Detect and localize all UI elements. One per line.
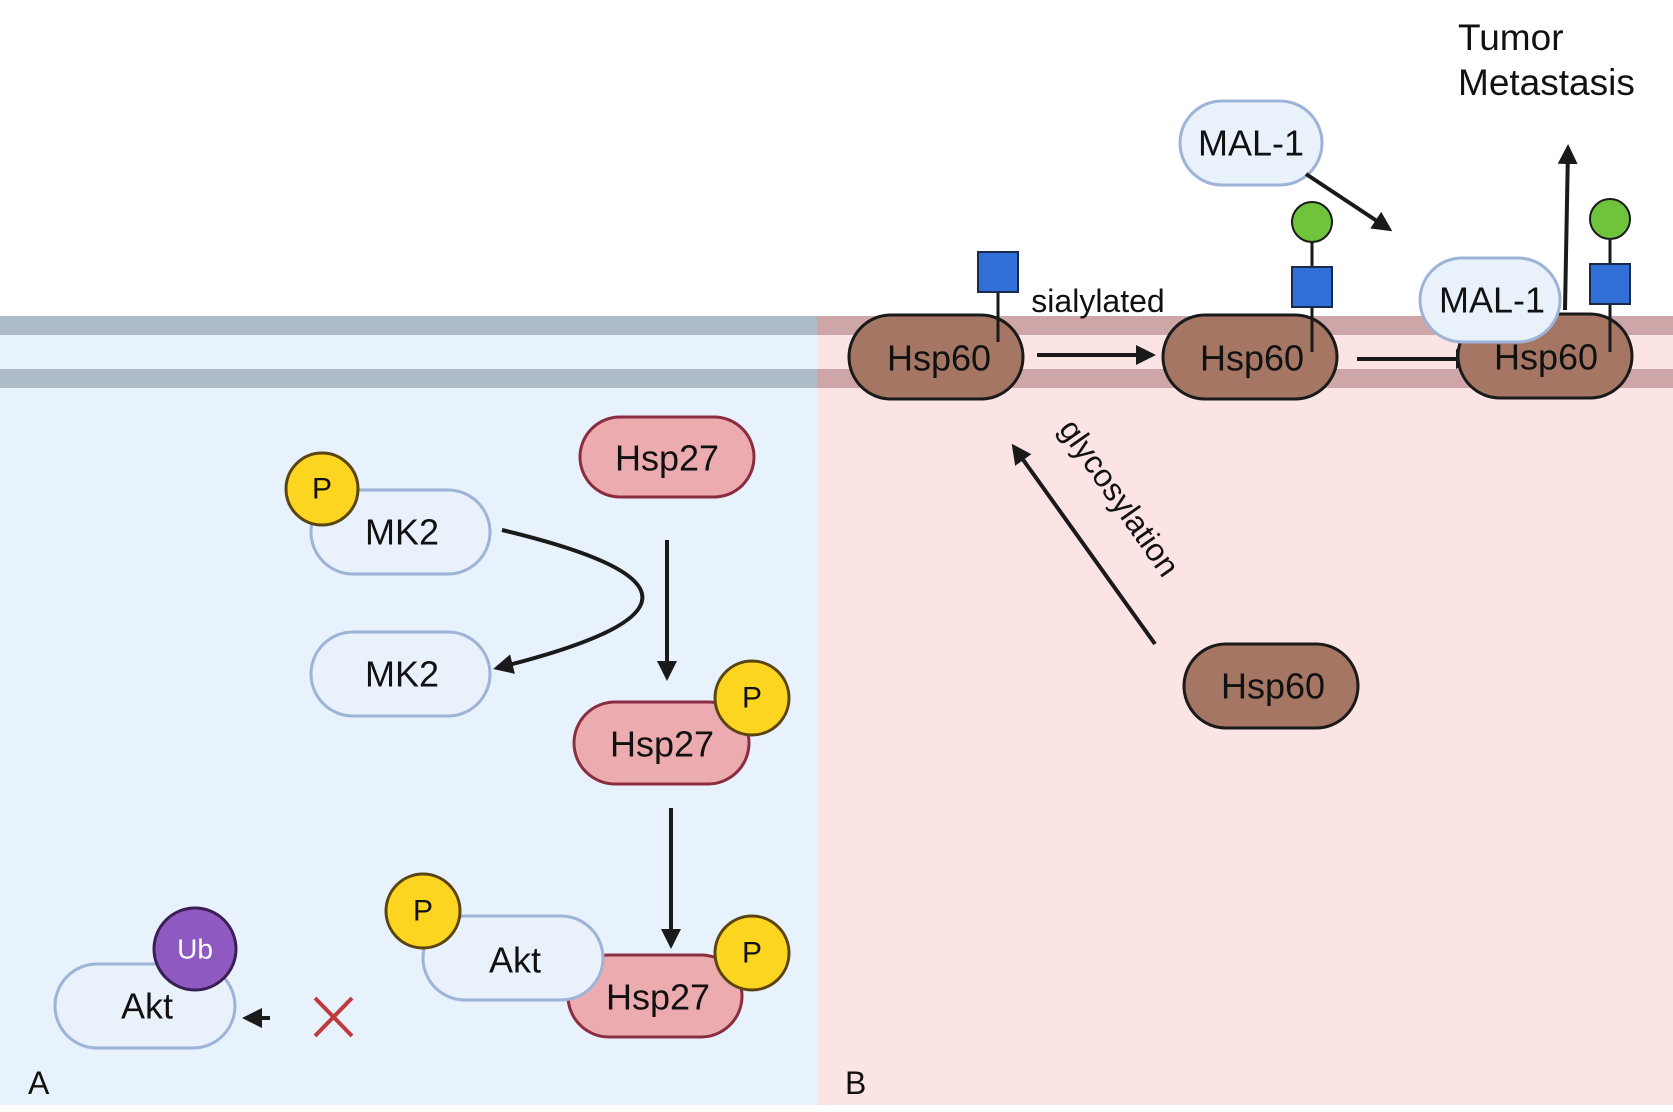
hsp60-2-label: Hsp60 xyxy=(1200,338,1304,379)
mal1-bound-protein: MAL-1 xyxy=(1418,256,1562,344)
hsp60-cytoplasmic-protein: Hsp60 xyxy=(1182,642,1360,730)
hsp60-membrane-protein-2: Hsp60 xyxy=(1161,201,1339,401)
glycan-square-icon xyxy=(977,251,1019,293)
glycan-circle-icon xyxy=(1291,201,1333,243)
mk2-phospho-protein: MK2 P xyxy=(284,451,492,576)
phospho-icon: P xyxy=(713,659,791,737)
akt-ub-label: Akt xyxy=(121,986,173,1027)
panel-b: Hsp60 sialylated Hsp60 Hsp60 MAL-1 xyxy=(817,17,1673,1105)
phospho-icon: P xyxy=(284,451,360,527)
hsp60-membrane-protein-1: Hsp60 xyxy=(847,251,1025,401)
panel-b-background xyxy=(817,388,1673,1105)
glycosylation-arrow xyxy=(1011,443,1157,646)
inhibition-cross-icon xyxy=(313,996,354,1038)
mk2-label: MK2 xyxy=(365,654,439,695)
mal1-binding-arrow xyxy=(1304,172,1393,232)
panel-a: Hsp27 MK2 P MK2 Hsp27 P xyxy=(0,316,817,1105)
sialylated-label: sialylated xyxy=(1031,283,1164,319)
svg-text:P: P xyxy=(312,473,332,506)
hsp27-phospho-protein: Hsp27 P xyxy=(572,659,791,786)
svg-text:P: P xyxy=(742,937,762,970)
mk2-release-arrow xyxy=(493,528,645,674)
glycan-square-icon xyxy=(1291,266,1333,308)
panel-a-membrane-inner xyxy=(0,369,817,388)
mk2-phospho-label: MK2 xyxy=(365,512,439,553)
hsp27-label: Hsp27 xyxy=(615,438,719,479)
glycan-circle-icon xyxy=(1589,198,1631,240)
svg-text:Ub: Ub xyxy=(177,934,213,965)
outcome-line1: Tumor xyxy=(1458,17,1564,58)
ubiquitin-icon: Ub xyxy=(152,906,238,992)
hsp60-1-label: Hsp60 xyxy=(887,338,991,379)
hsp27-bound-label: Hsp27 xyxy=(606,977,710,1018)
svg-text:P: P xyxy=(413,895,433,928)
phospho-icon: P xyxy=(713,914,791,992)
panel-b-label: B xyxy=(845,1065,866,1101)
hsp60-free-label: Hsp60 xyxy=(1221,666,1325,707)
phospho-icon: P xyxy=(384,872,462,950)
mal1-bound-label: MAL-1 xyxy=(1439,280,1545,321)
mal1-protein: MAL-1 xyxy=(1178,99,1324,187)
svg-text:P: P xyxy=(742,682,762,715)
akt-bound-protein: Akt P xyxy=(384,872,605,1002)
glycan-square-icon xyxy=(1589,263,1631,305)
outcome-line2: Metastasis xyxy=(1458,62,1635,103)
akt-bound-label: Akt xyxy=(489,940,541,981)
hsp27-bound-protein: Hsp27 P xyxy=(566,914,791,1039)
panel-a-label: A xyxy=(28,1065,50,1101)
panel-a-membrane-interior xyxy=(0,334,817,370)
mal1-label: MAL-1 xyxy=(1198,123,1304,164)
akt-ubiquitinated-protein: Akt Ub xyxy=(53,906,238,1050)
panel-a-membrane-outer xyxy=(0,316,817,335)
metastasis-arrow xyxy=(1557,144,1578,311)
hsp27-phospho-label: Hsp27 xyxy=(610,724,714,765)
hsp27-protein: Hsp27 xyxy=(578,415,756,499)
mk2-protein: MK2 xyxy=(309,630,492,718)
